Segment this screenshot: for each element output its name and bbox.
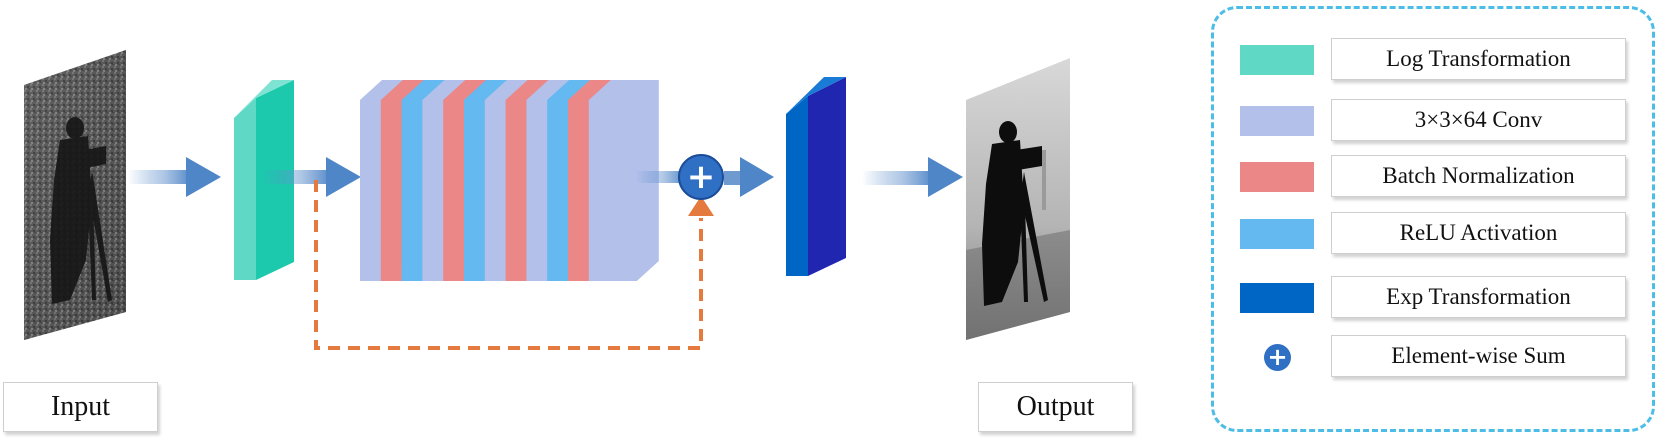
legend-label-sum: Element-wise Sum (1331, 335, 1626, 377)
output-cameraman-silhouette (982, 121, 1048, 306)
legend-label-conv: 3×3×64 Conv (1331, 99, 1626, 141)
output-image (966, 58, 1070, 340)
legend-swatch-log (1240, 45, 1314, 75)
arrow-exp-to-output (862, 157, 963, 197)
legend-swatch-bn (1240, 162, 1314, 192)
skip-connection (314, 180, 714, 350)
arrow-input-to-log (128, 157, 221, 197)
layer-slab-conv (588, 80, 659, 281)
output-tower (1042, 150, 1046, 210)
legend-label-exp: Exp Transformation (1331, 276, 1626, 318)
legend-label-log: Log Transformation (1331, 38, 1626, 80)
legend-item-relu: ReLU Activation (1214, 212, 1652, 258)
input-cameraman-silhouette (50, 117, 112, 304)
element-wise-sum-icon: + (678, 154, 724, 200)
legend-item-exp: Exp Transformation (1214, 276, 1652, 322)
input-image (24, 50, 126, 340)
legend: Log Transformation 3×3×64 Conv Batch Nor… (1211, 6, 1655, 432)
legend-swatch-conv (1240, 106, 1314, 136)
arrow-stack-to-sum (636, 171, 686, 183)
legend-swatch-relu (1240, 219, 1314, 249)
legend-swatch-exp (1240, 283, 1314, 313)
legend-label-relu: ReLU Activation (1331, 212, 1626, 254)
output-label: Output (978, 382, 1133, 432)
arrow-sum-to-exp (724, 157, 774, 197)
input-label: Input (3, 382, 158, 432)
legend-item-conv: 3×3×64 Conv (1214, 99, 1652, 145)
legend-item-sum: + Element-wise Sum (1214, 335, 1652, 381)
conv-bn-relu-stack (360, 80, 659, 281)
exp-transform-block (786, 77, 846, 276)
legend-item-bn: Batch Normalization (1214, 155, 1652, 201)
legend-item-log: Log Transformation (1214, 38, 1652, 84)
legend-sum-icon: + (1264, 344, 1291, 371)
legend-label-bn: Batch Normalization (1331, 155, 1626, 197)
sum-symbol: + (687, 157, 716, 197)
